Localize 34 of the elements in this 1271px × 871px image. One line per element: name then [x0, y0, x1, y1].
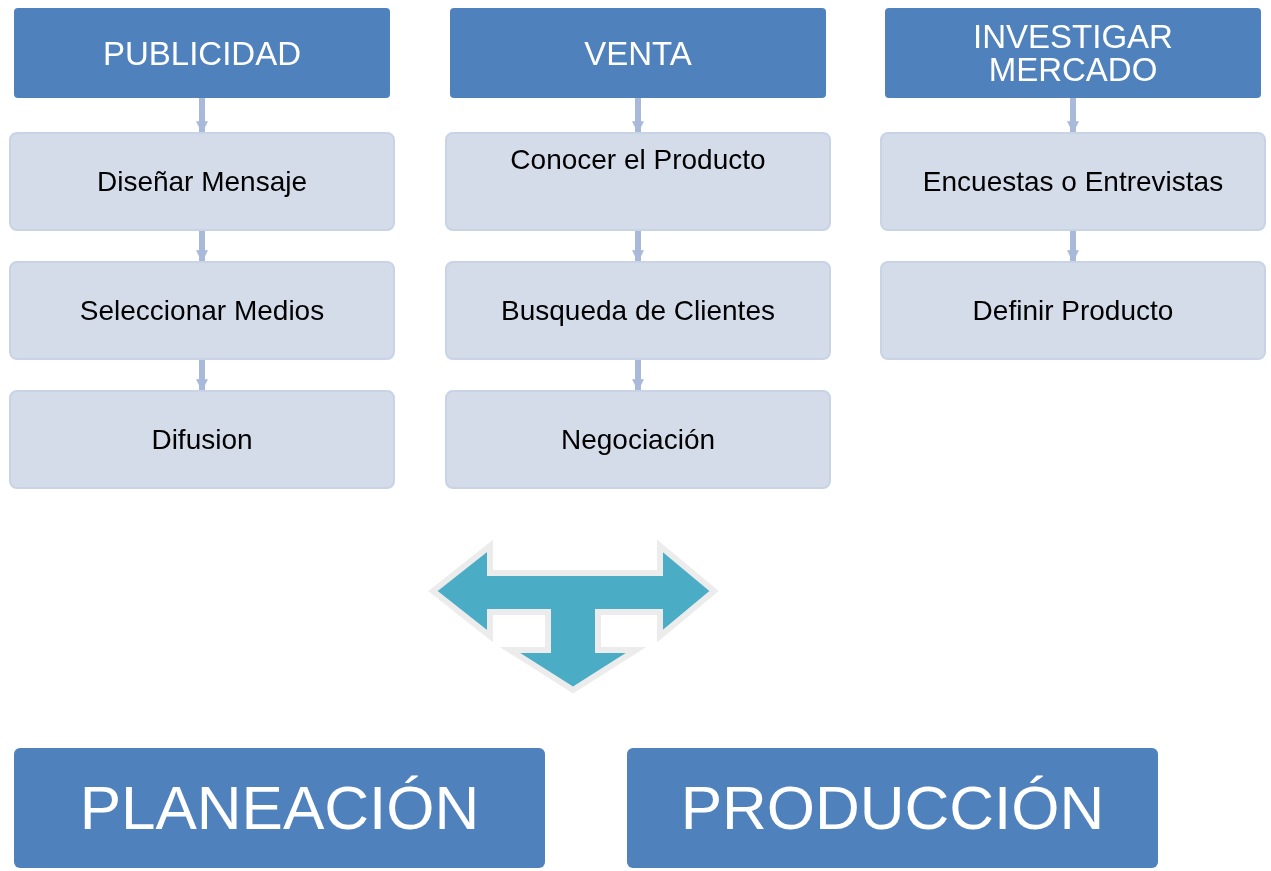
- process-box: [880, 261, 1266, 360]
- box-label: INVESTIGAR MERCADO: [972, 20, 1174, 86]
- arrow: [1067, 231, 1079, 263]
- process-box: [880, 132, 1266, 231]
- arrow: [196, 231, 208, 263]
- process-box: [9, 390, 395, 489]
- box-label: Diseñar Mensaje: [96, 165, 308, 198]
- arrow: [196, 98, 208, 134]
- category-header: [450, 8, 826, 98]
- process-box: [445, 390, 831, 489]
- box-label: Conocer el Producto: [510, 144, 766, 176]
- process-box: [9, 132, 395, 231]
- stage-box: [14, 748, 545, 868]
- box-label: Encuestas o Entrevistas: [922, 165, 1224, 198]
- box-label: PLANEACIÓN: [79, 775, 480, 841]
- box-label: Definir Producto: [972, 294, 1174, 327]
- stage-box: [627, 748, 1158, 868]
- arrow: [632, 231, 644, 263]
- box-label: VENTA: [584, 36, 692, 70]
- process-box: [445, 261, 831, 360]
- process-box: [9, 261, 395, 360]
- category-header: [14, 8, 390, 98]
- arrow: [196, 360, 208, 392]
- box-label: Busqueda de Clientes: [501, 294, 775, 327]
- process-box: [445, 132, 831, 231]
- box-label: PRODUCCIÓN: [680, 775, 1105, 841]
- box-label: Seleccionar Medios: [79, 294, 325, 327]
- box-label: Negociación: [560, 423, 716, 456]
- arrow: [632, 98, 644, 134]
- arrow: [1067, 98, 1079, 134]
- box-label: PUBLICIDAD: [102, 36, 302, 70]
- arrow: [632, 360, 644, 392]
- category-header: [885, 8, 1261, 98]
- box-label: Difusion: [151, 423, 253, 456]
